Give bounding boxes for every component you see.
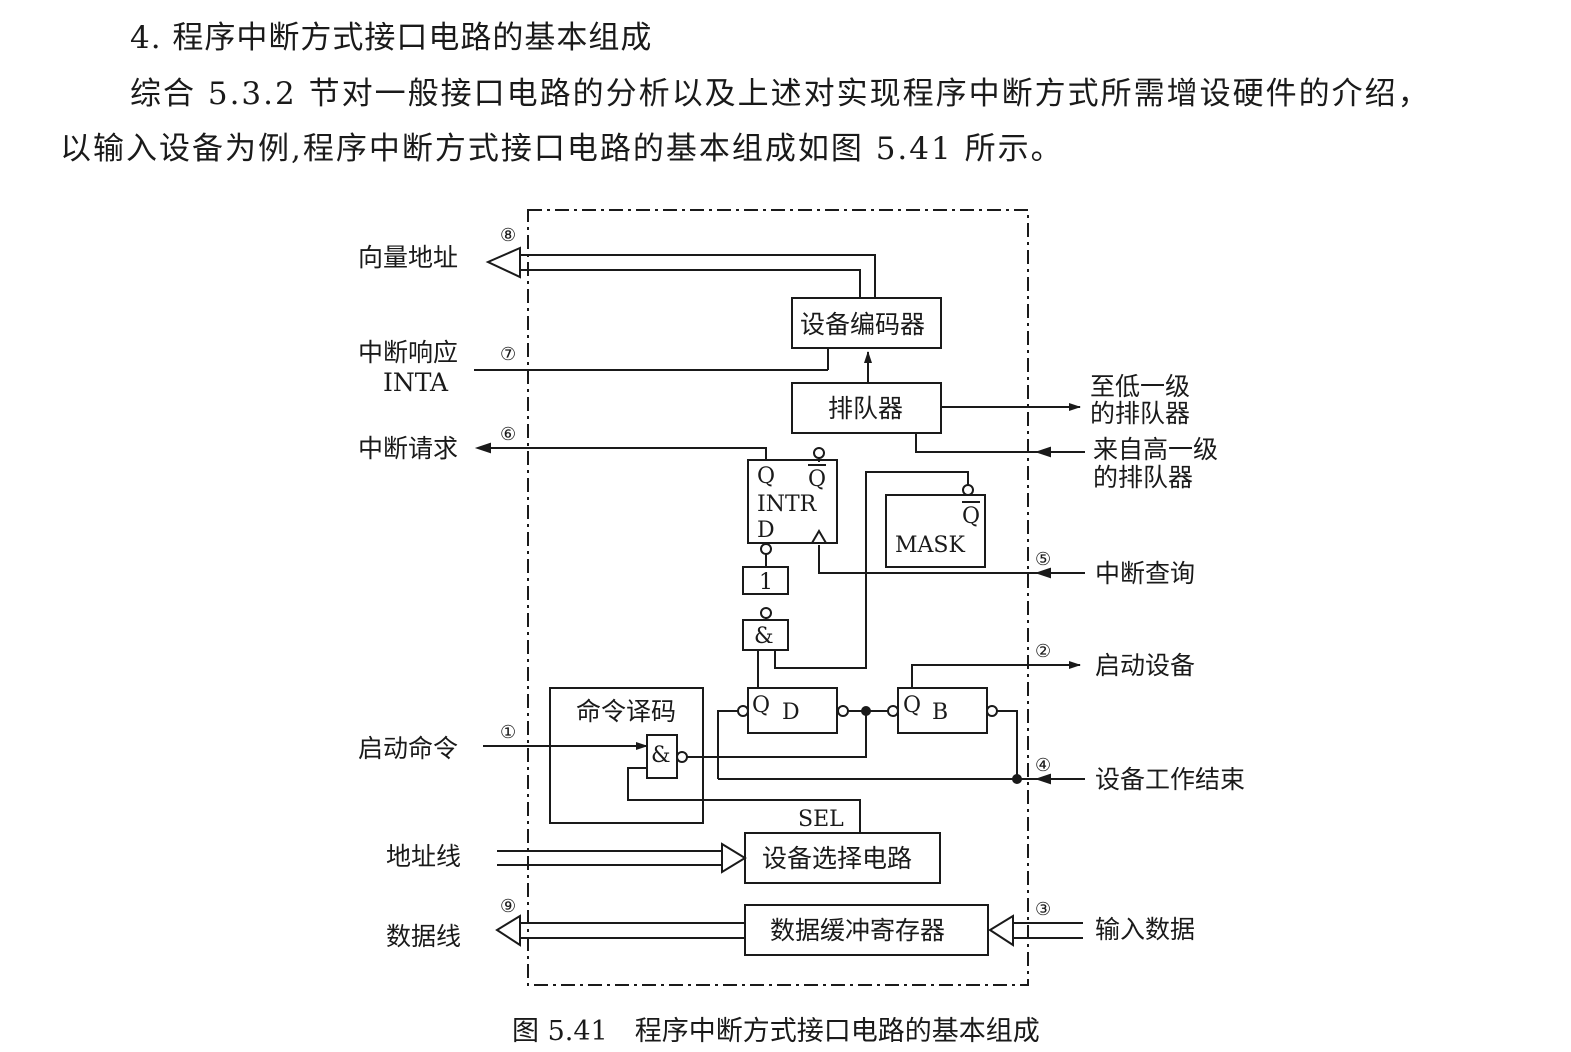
- mask-output-bubble: [962, 484, 974, 496]
- bff-name-label: B: [932, 700, 948, 725]
- d-ff-input-bubble: [737, 705, 749, 717]
- sel-to-cmd-line: [627, 767, 861, 833]
- command-decode-box: [549, 687, 704, 824]
- marker-4: ④: [1035, 755, 1051, 776]
- vector-address-arrowhead: [485, 246, 521, 279]
- and-gate-label: &: [754, 624, 774, 649]
- command-decode-label: 命令译码: [576, 697, 676, 726]
- label-start-command: 启动命令: [358, 734, 458, 763]
- bff-q-label: Q: [903, 693, 921, 718]
- sel-label: SEL: [798, 807, 844, 832]
- not-gate-output-bubble: [760, 607, 772, 619]
- command-and-bubble: [676, 751, 688, 763]
- junction-dot-2: [1012, 774, 1022, 784]
- queue-input-bubble: [813, 447, 825, 459]
- intr-qbar-label: Q: [808, 467, 826, 492]
- device-encoder-box: [791, 297, 942, 349]
- interrupt-request-line: [478, 447, 767, 460]
- mask-qbar-label: Q: [962, 504, 980, 529]
- bff-to-done-line: [997, 710, 1018, 779]
- interrupt-request-arrowhead: [474, 442, 491, 454]
- label-data-lines: 数据线: [386, 922, 461, 951]
- marker-5: ⑤: [1035, 549, 1051, 570]
- label-to-lower-1: 至低一级: [1090, 372, 1190, 401]
- not-gate-label: 1: [759, 570, 773, 595]
- dff-name-label: D: [782, 700, 800, 725]
- label-start-device: 启动设备: [1095, 651, 1195, 680]
- vector-address-bus-top: [520, 254, 876, 298]
- marker-7: ⑦: [500, 344, 516, 365]
- label-from-higher-2: 的排队器: [1093, 463, 1193, 492]
- figure-caption: 图 5.41 程序中断方式接口电路的基本组成: [512, 1016, 1040, 1047]
- label-address-lines: 地址线: [386, 842, 461, 871]
- intr-name-label: INTR: [757, 492, 818, 517]
- label-device-done: 设备工作结束: [1095, 765, 1245, 794]
- label-vector-address: 向量地址: [358, 243, 458, 272]
- from-higher-queue-line: [915, 433, 1085, 453]
- device-encoder-label: 设备编码器: [800, 310, 925, 339]
- label-interrupt-ack: 中断响应: [358, 338, 458, 367]
- dff-feedback-line: [718, 711, 867, 758]
- cmd-to-dff-line: [687, 710, 738, 758]
- command-and-label: &: [651, 743, 671, 768]
- interrupt-query-line: [818, 545, 1085, 574]
- label-from-higher-1: 来自高一级: [1093, 435, 1218, 464]
- device-select-label: 设备选择电路: [762, 844, 912, 873]
- intr-d-bubble: [760, 543, 772, 555]
- marker-2: ②: [1035, 641, 1051, 662]
- paragraph-line-2: 以输入设备为例,程序中断方式接口电路的基本组成如图 5.41 所示。: [60, 131, 1064, 167]
- data-bus-arrowhead: [495, 914, 521, 947]
- intr-clock-triangle: [811, 529, 827, 544]
- paragraph-line-1: 综合 5.3.2 节对一般接口电路的分析以及上述对实现程序中断方式所需增设硬件的…: [130, 76, 1431, 112]
- mask-to-and-line: [774, 471, 969, 669]
- dff-q-label: Q: [752, 693, 770, 718]
- interface-boundary: [527, 209, 1029, 986]
- queue-label: 排队器: [828, 394, 903, 423]
- start-device-line: [911, 661, 1081, 688]
- b-ff-output-bubble: [986, 705, 998, 717]
- input-bus-arrowhead: [988, 914, 1014, 947]
- marker-3: ③: [1035, 899, 1051, 920]
- label-interrupt-request: 中断请求: [358, 434, 458, 463]
- address-bus-arrowhead: [721, 842, 747, 874]
- label-input-data: 输入数据: [1095, 915, 1195, 944]
- marker-1: ①: [500, 722, 516, 743]
- mask-name-label: MASK: [895, 533, 965, 558]
- intr-flipflop-box: [747, 459, 838, 544]
- vector-address-bus-bottom: [520, 269, 861, 298]
- marker-8: ⑧: [500, 225, 516, 246]
- b-ff-input-bubble: [887, 705, 899, 717]
- from-higher-arrowhead: [1034, 446, 1051, 458]
- device-done-arrowhead: [1034, 773, 1051, 785]
- label-to-lower-2: 的排队器: [1090, 399, 1190, 428]
- marker-6: ⑥: [500, 424, 516, 445]
- interrupt-query-arrowhead: [1034, 567, 1051, 579]
- mask-flipflop-box: [885, 494, 986, 568]
- label-interrupt-query: 中断查询: [1095, 559, 1195, 588]
- section-heading: 4. 程序中断方式接口电路的基本组成: [130, 20, 653, 56]
- d-ff-output-bubble: [837, 705, 849, 717]
- marker-9: ⑨: [500, 896, 516, 917]
- intr-d-label: D: [757, 518, 775, 543]
- intr-q-label: Q: [757, 464, 775, 489]
- data-buffer-label: 数据缓冲寄存器: [770, 916, 945, 945]
- data-buffer-box: [744, 904, 989, 956]
- label-inta: INTA: [383, 368, 449, 397]
